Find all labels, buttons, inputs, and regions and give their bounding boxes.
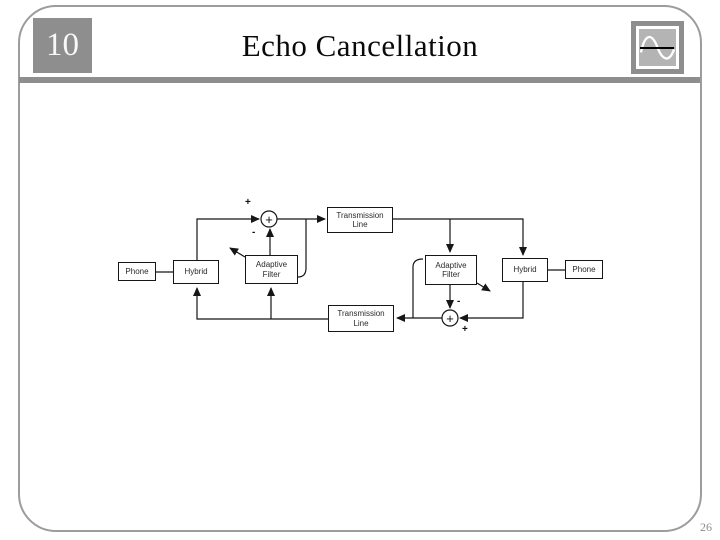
transmission-top-label-2: Line <box>352 220 368 229</box>
header-separator <box>19 77 700 83</box>
transmission-bottom-label-2: Line <box>353 318 369 328</box>
hybrid-box-right: Hybrid <box>502 258 548 282</box>
adaptive-filter-left-label-2: Filter <box>262 269 281 279</box>
sum-junction-left <box>260 210 278 228</box>
phone-right-label: Phone <box>572 264 596 274</box>
hybrid-left-label: Hybrid <box>184 267 208 277</box>
adaptive-filter-right-label-1: Adaptive <box>435 260 467 270</box>
sine-wave-logo-inner <box>636 26 679 69</box>
sum-junction-right <box>441 309 459 327</box>
adaptive-filter-right-label-2: Filter <box>442 270 460 279</box>
slide-number: 10 <box>46 27 79 63</box>
right-sum-plus-sign: + <box>462 324 468 335</box>
sum-right-symbol: + <box>446 311 454 326</box>
sine-wave-logo <box>631 21 684 74</box>
page-number: 26 <box>700 520 712 534</box>
phone-left-label: Phone <box>125 266 149 276</box>
adaptive-filter-box-left: Adaptive Filter <box>245 255 298 284</box>
sine-wave-icon <box>639 29 676 66</box>
phone-box-left: Phone <box>118 262 156 281</box>
hybrid-box-left: Hybrid <box>173 260 219 284</box>
left-sum-plus-sign: + <box>245 197 251 208</box>
transmission-bottom-label-1: Transmission <box>337 309 385 319</box>
slide-number-box: 10 <box>33 18 92 73</box>
slide-title: Echo Cancellation <box>241 28 479 63</box>
right-sum-minus-sign: - <box>457 296 461 307</box>
slide-border <box>18 5 702 532</box>
transmission-top-label-1: Transmission <box>336 210 384 220</box>
transmission-line-box-top: Transmission Line <box>327 207 393 233</box>
adaptive-filter-box-right: Adaptive Filter <box>425 255 477 285</box>
transmission-line-box-bottom: Transmission Line <box>328 305 394 332</box>
hybrid-right-label: Hybrid <box>513 265 537 275</box>
adaptive-filter-left-label-1: Adaptive <box>255 260 288 270</box>
sum-left-symbol: + <box>265 212 273 227</box>
left-sum-minus-sign: - <box>252 227 256 238</box>
phone-box-right: Phone <box>565 260 603 279</box>
